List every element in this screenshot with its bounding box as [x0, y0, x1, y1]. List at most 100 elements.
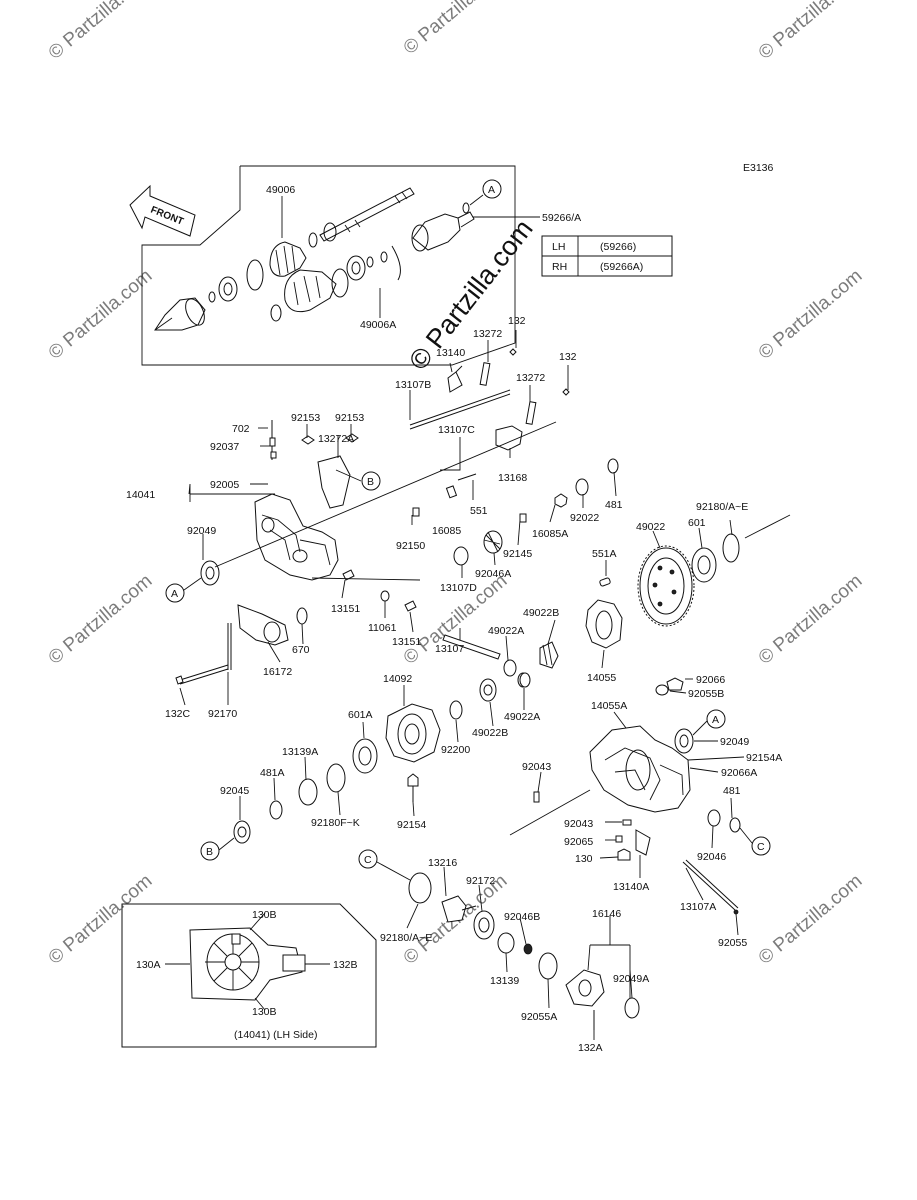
svg-text:B: B [367, 476, 374, 488]
label-13272A: 13272A [318, 433, 354, 445]
watermark-4: © Partzilla.com [45, 265, 157, 363]
label-481-a: 481 [605, 499, 623, 511]
svg-text:C: C [364, 854, 372, 866]
boot-49006A [284, 269, 337, 313]
label-11061: 11061 [368, 622, 397, 634]
label-49022: 49022 [636, 521, 665, 533]
inset-label-130B-bottom: 130B [252, 1006, 277, 1018]
callout-a-2: A [165, 583, 185, 603]
part-labels: 49006 59266/A 49006A 132 13272 13140 132… [126, 184, 782, 1054]
label-132-a: 132 [508, 315, 526, 327]
label-13107D: 13107D [440, 582, 477, 594]
label-92005: 92005 [210, 479, 239, 491]
label-49022B-a: 49022B [523, 607, 559, 619]
label-49022B-b: 49022B [472, 727, 508, 739]
label-59266-a: 59266/A [542, 212, 581, 224]
label-92055B: 92055B [688, 688, 724, 700]
table-side-rh: RH [552, 261, 567, 273]
label-13107A: 13107A [680, 901, 716, 913]
watermark-2: © Partzilla.com [400, 0, 512, 59]
label-92037: 92037 [210, 441, 239, 453]
front-case-group [509, 677, 741, 915]
label-92145: 92145 [503, 548, 532, 560]
inset-caption: (14041) (LH Side) [234, 1029, 317, 1041]
bearing-601 [691, 547, 717, 583]
label-13168: 13168 [498, 472, 527, 484]
diff-case-14055 [585, 599, 623, 649]
label-130: 130 [575, 853, 593, 865]
label-92153-b: 92153 [335, 412, 364, 424]
label-92066A: 92066A [721, 767, 757, 779]
label-132C: 132C [165, 708, 191, 720]
inset-case-view [189, 927, 303, 1001]
pinion-shaft-13107 [442, 634, 501, 660]
axle-shaft [319, 187, 415, 242]
leader-lines [179, 196, 745, 1040]
label-92055: 92055 [718, 937, 747, 949]
seal-92045 [233, 820, 251, 844]
cv-joint-right [412, 213, 461, 251]
cover-14092 [385, 703, 441, 763]
svg-text:C: C [757, 841, 765, 853]
boot-49006 [269, 241, 307, 277]
label-16172: 16172 [263, 666, 292, 678]
label-13151-a: 13151 [331, 603, 360, 615]
label-16146: 16146 [592, 908, 621, 920]
label-551: 551 [470, 505, 488, 517]
label-13140: 13140 [436, 347, 465, 359]
label-92153-a: 92153 [291, 412, 320, 424]
callout-b-1: B [361, 471, 381, 491]
label-132-b: 132 [559, 351, 577, 363]
lh-rh-table: LH (59266) RH (59266A) [541, 235, 673, 277]
label-92046: 92046 [697, 851, 726, 863]
bolt-92153-a [301, 435, 315, 445]
watermark-5: © Partzilla.com [755, 265, 867, 363]
label-92022: 92022 [570, 512, 599, 524]
front-gear-case-14055A [589, 725, 691, 813]
label-14041: 14041 [126, 489, 155, 501]
table-side-lh: LH [552, 241, 565, 253]
label-481-b: 481 [723, 785, 741, 797]
label-92049-b: 92049 [720, 736, 749, 748]
label-132A: 132A [578, 1042, 603, 1054]
label-13272-b: 13272 [516, 372, 545, 384]
label-14055A: 14055A [591, 700, 627, 712]
callout-a-1: A [482, 179, 502, 199]
label-13272-a: 13272 [473, 328, 502, 340]
label-92043-b: 92043 [564, 818, 593, 830]
label-92049-a: 92049 [187, 525, 216, 537]
watermark-3: © Partzilla.com [755, 0, 867, 64]
label-13107: 13107 [435, 643, 464, 655]
label-16085A: 16085A [532, 528, 568, 540]
label-16085: 16085 [432, 525, 461, 537]
label-601A: 601A [348, 709, 373, 721]
callouts: A A A B B C C [165, 179, 771, 881]
watermarks: © Partzilla.com © Partzilla.com © Partzi… [45, 0, 867, 969]
label-92055A: 92055A [521, 1011, 557, 1023]
label-702: 702 [232, 423, 250, 435]
label-92049A: 92049A [613, 973, 649, 985]
label-13140A: 13140A [613, 881, 649, 893]
callout-a-3: A [706, 709, 726, 729]
watermark-11: © Partzilla.com [755, 870, 867, 968]
label-14055: 14055 [587, 672, 616, 684]
inner-race-left [218, 276, 238, 302]
svg-text:B: B [206, 846, 213, 858]
gear-case-group [175, 348, 791, 844]
table-part-lh: (59266) [600, 241, 636, 253]
actuator-16172 [237, 604, 289, 646]
large-circlip [391, 245, 401, 281]
shim-92180 [722, 533, 740, 563]
drive-shaft-group: FRONT [129, 165, 516, 366]
label-13151-b: 13151 [392, 636, 421, 648]
label-92180-a-e-top: 92180/A~E [696, 501, 748, 513]
front-arrow-icon: FRONT [129, 184, 196, 237]
label-92200: 92200 [441, 744, 470, 756]
label-14092: 14092 [383, 673, 412, 685]
figure-code: E3136 [743, 162, 774, 174]
pinion-13216 [441, 895, 467, 923]
table-part-rh: (59266A) [600, 261, 643, 273]
label-92046B: 92046B [504, 911, 540, 923]
cover-16146 [565, 969, 605, 1007]
